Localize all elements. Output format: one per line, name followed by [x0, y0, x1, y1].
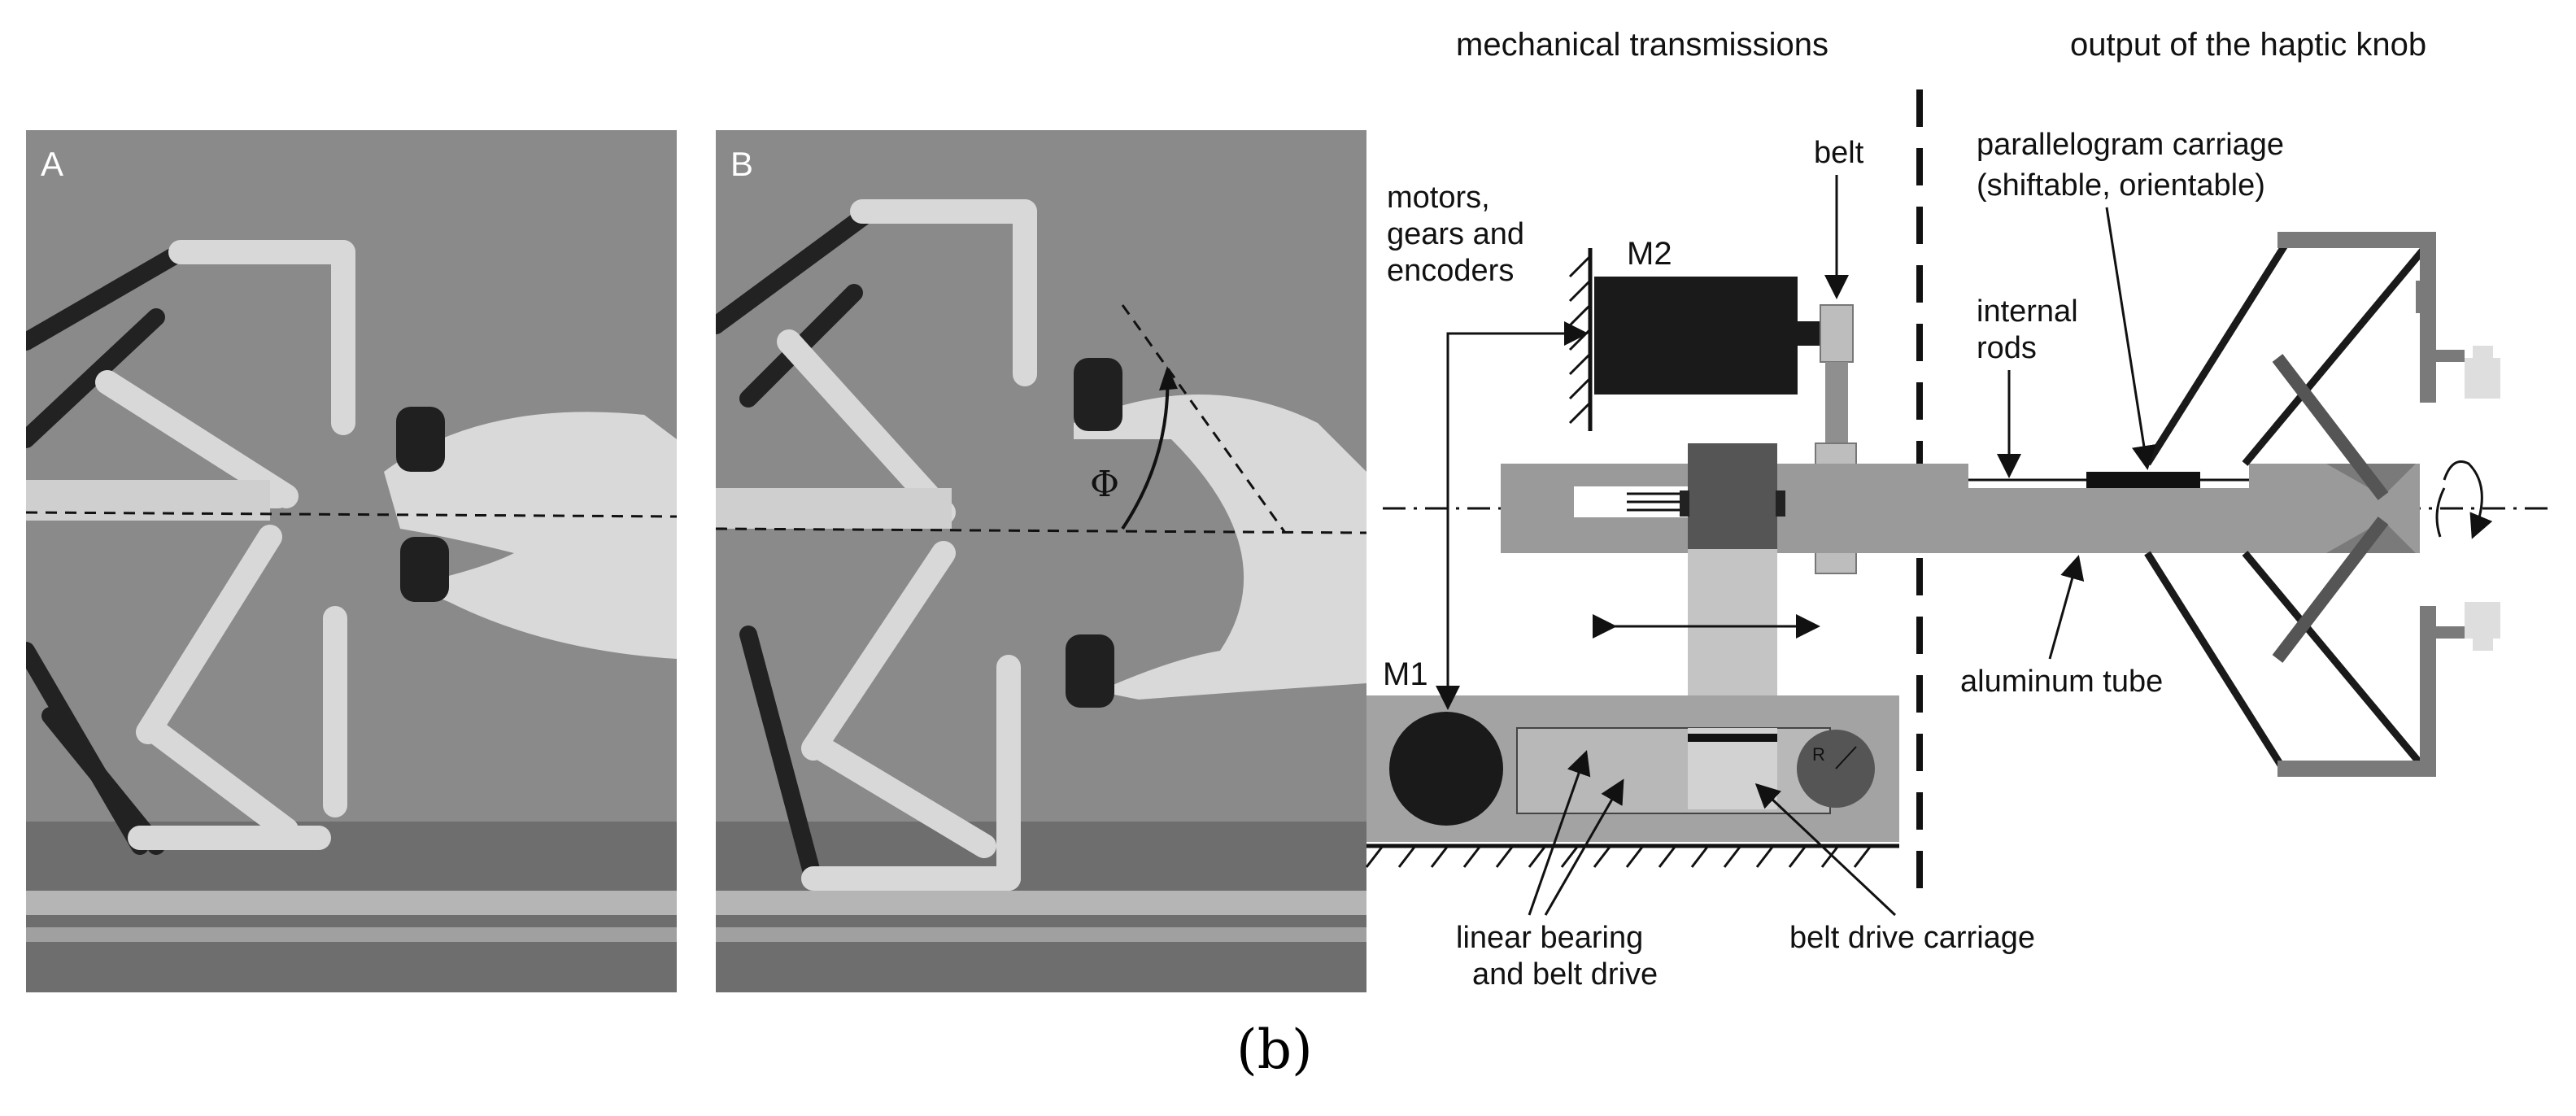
- section-title-mechanical: mechanical transmissions: [1456, 27, 1828, 63]
- photo-a-illustration: [26, 130, 677, 992]
- radius-label: R: [1812, 744, 1825, 765]
- angle-phi-label: Φ: [1090, 464, 1120, 505]
- linear-bearing-arrow-2: [1544, 778, 1624, 916]
- linear-bearing-label-1: linear bearing: [1456, 921, 1643, 955]
- aluminum-tube-label: aluminum tube: [1960, 665, 2163, 699]
- bearing-left: [1680, 490, 1689, 517]
- carriage-label-2: (shiftable, orientable): [1977, 168, 2265, 203]
- figure-caption: (b): [1236, 1018, 1313, 1081]
- bearing-right: [1776, 490, 1785, 517]
- motor-m1-label: M1: [1383, 656, 1428, 692]
- photo-b-illustration: [716, 130, 1366, 992]
- belt-drive-carriage-arrow: [1754, 783, 1897, 917]
- belt-drive-carriage-label: belt drive carriage: [1789, 921, 2035, 955]
- photo-panel-b: B Φ: [716, 130, 1366, 992]
- motor-m2: [1594, 277, 1798, 395]
- belt-pulley-top: [1820, 304, 1854, 363]
- linear-bearing-label-2: and belt drive: [1472, 957, 1658, 992]
- section-title-output: output of the haptic knob: [2070, 27, 2426, 63]
- motors-arrow-m2: [1446, 321, 1589, 346]
- haptic-knob-mechanism: [2144, 232, 2500, 777]
- belt-label: belt: [1814, 136, 1864, 170]
- linear-bearing-arrow-1: [1528, 750, 1591, 916]
- m2-wall-hatch: [1568, 255, 1592, 425]
- motors-label-2: gears and: [1387, 217, 1524, 251]
- motor-m1: [1389, 712, 1503, 826]
- internal-rods-label-1: internal: [1977, 294, 2078, 329]
- motor-m2-label: M2: [1627, 236, 1672, 272]
- motors-label-1: motors,: [1387, 181, 1490, 215]
- carriage-arrow: [2105, 207, 2156, 470]
- panel-label-a: A: [41, 145, 64, 183]
- photo-panel-a: A: [26, 130, 677, 992]
- radius-line: [1835, 746, 1857, 769]
- motors-label-3: encoders: [1387, 254, 1514, 288]
- carriage-clamp: [1688, 734, 1777, 742]
- tube-carriage-block: [1688, 443, 1777, 549]
- belt: [1825, 362, 1848, 447]
- panel-label-b: B: [730, 145, 754, 183]
- ground-hatch: [1365, 845, 1872, 868]
- motor-m2-shaft: [1798, 321, 1820, 346]
- parallelogram-carriage: [2086, 472, 2200, 488]
- internal-rods-label-2: rods: [1977, 331, 2037, 365]
- aluminum-tube-arrow: [2048, 555, 2085, 660]
- belt-drive-loop: [1516, 727, 1831, 814]
- carriage-label-1: parallelogram carriage: [1977, 128, 2284, 162]
